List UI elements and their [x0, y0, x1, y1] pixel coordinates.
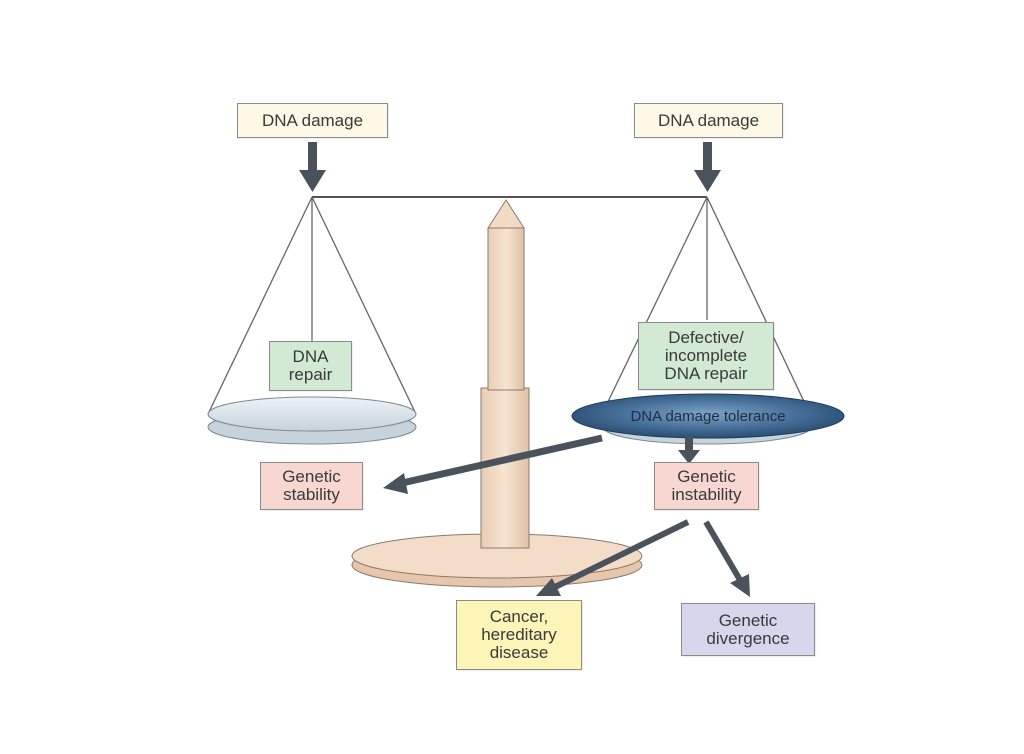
scale-base [351, 533, 643, 588]
defective-repair-box: Defective/ incomplete DNA repair [638, 322, 774, 390]
genetic-instability-box: Genetic instability [654, 462, 759, 510]
arrow-to-divergence [703, 520, 750, 597]
arrow-to-instability [678, 436, 700, 464]
cancer-disease-box: Cancer, hereditary disease [456, 600, 582, 670]
left-scale-pan [207, 396, 417, 445]
tolerance-ellipse [571, 393, 845, 439]
dna-damage-left-box: DNA damage [237, 103, 388, 138]
arrow-to-cancer [536, 519, 690, 596]
tolerance-label: DNA damage tolerance [630, 407, 786, 425]
dna-repair-box: DNA repair [269, 341, 352, 391]
dna-damage-right-box: DNA damage [634, 103, 783, 138]
damage-arrow-left [299, 142, 326, 192]
arrow-to-stability [383, 434, 603, 494]
right-pan-strings [602, 196, 810, 413]
genetic-stability-box: Genetic stability [260, 462, 363, 510]
scale-pillar [480, 199, 530, 549]
genetic-divergence-box: Genetic divergence [681, 603, 815, 656]
left-pan-strings [208, 196, 416, 413]
damage-arrow-right [694, 142, 721, 192]
